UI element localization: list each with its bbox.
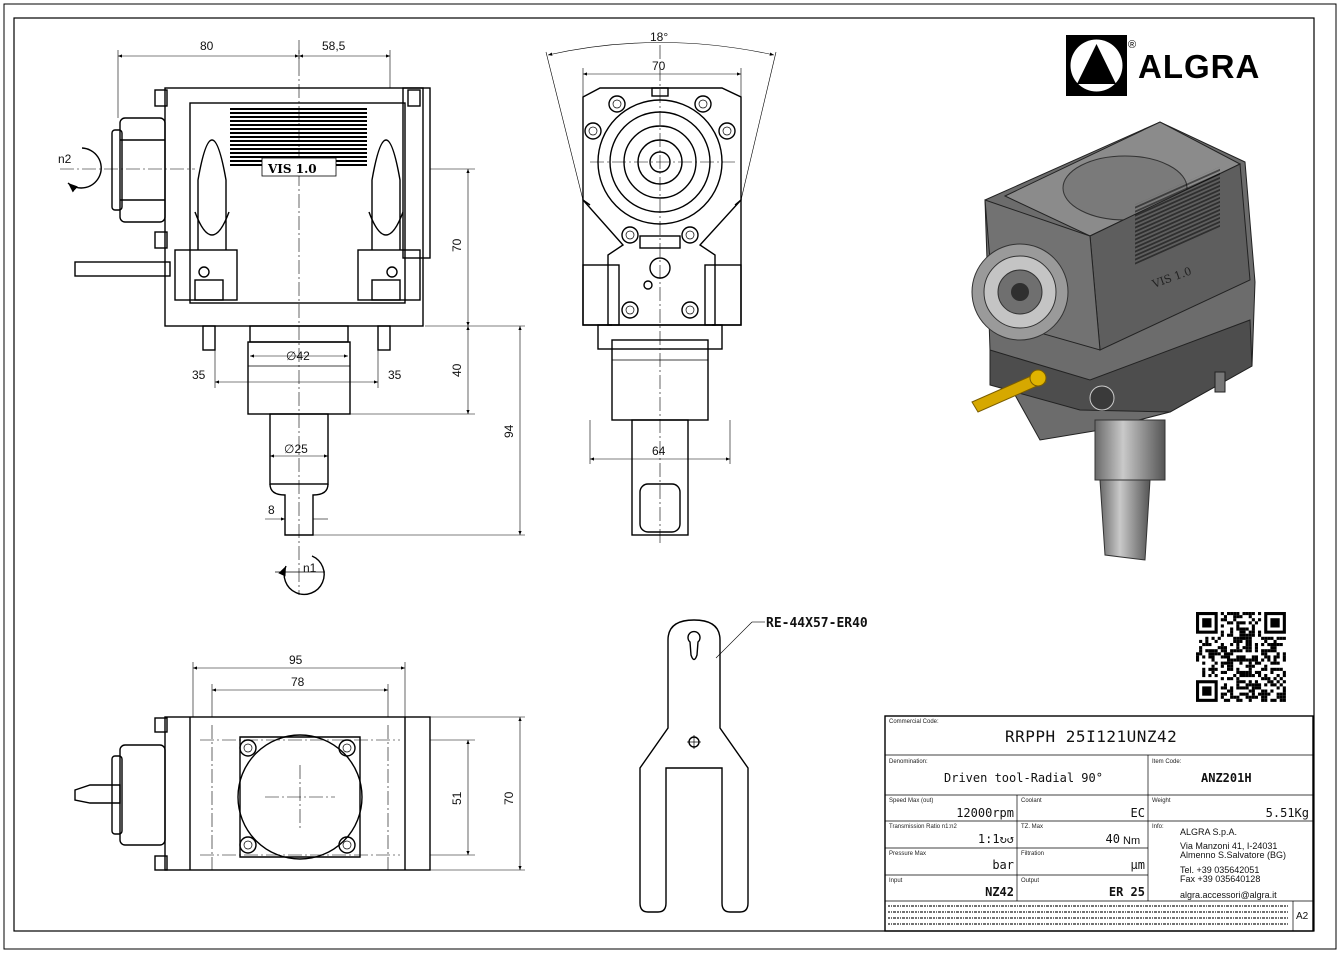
registered-mark: ® — [1128, 39, 1136, 51]
denomination: Driven tool-Radial 90° — [944, 771, 1103, 785]
front-view-dimensions: 18° 70 64 — [545, 30, 777, 464]
label-output: Output — [1021, 878, 1039, 884]
transmission: 1:1↻↺ — [978, 832, 1014, 846]
dim-35-left: 35 — [192, 368, 206, 382]
input: NZ42 — [985, 885, 1014, 899]
torque-value: 40 — [1106, 832, 1120, 846]
dim-78: 78 — [291, 675, 305, 689]
filtration: µm — [1131, 858, 1145, 872]
label-torque: TZ. Max — [1021, 824, 1043, 830]
label-filtration: Filtration — [1021, 851, 1044, 857]
item-code: ANZ201H — [1201, 771, 1252, 785]
label-input: Input — [889, 878, 903, 884]
sheet-size: A2 — [1296, 911, 1309, 922]
label-item-code: Item Code: — [1152, 759, 1182, 765]
label-weight: Weight — [1152, 798, 1171, 804]
dim-35-right: 35 — [388, 368, 402, 382]
side-view: VIS 1.0 — [60, 40, 431, 595]
legal-notice-microtext — [888, 905, 1289, 925]
label-commercial-code: Commercial Code: — [889, 719, 939, 725]
svg-text:n2: n2 — [58, 152, 72, 166]
info-email: algra.accessori@algra.it — [1180, 890, 1277, 900]
commercial-code: RRPPH 25I121UNZ42 — [1005, 727, 1177, 746]
dim-18-deg: 18° — [650, 30, 668, 44]
coolant: EC — [1131, 806, 1145, 820]
output: ER 25 — [1109, 885, 1145, 899]
dim-70-front: 70 — [652, 59, 666, 73]
svg-text:n1: n1 — [303, 561, 317, 575]
isometric-render: VIS 1.0 — [971, 121, 1256, 561]
title-block: Commercial Code: RRPPH 25I121UNZ42 Denom… — [884, 715, 1314, 932]
dim-8: 8 — [268, 503, 275, 517]
label-info: Info: — [1152, 824, 1164, 830]
speed-max: 12000rpm — [956, 806, 1014, 820]
algra-logo: ® ALGRA — [1066, 35, 1260, 96]
dim-94: 94 — [502, 424, 516, 438]
dim-40: 40 — [450, 363, 464, 377]
dim-dia-42: ∅42 — [286, 349, 310, 363]
sheet-inner-border — [13, 17, 1315, 932]
weight: 5.51Kg — [1266, 806, 1309, 820]
dim-95: 95 — [289, 653, 303, 667]
qr-code — [1196, 612, 1286, 702]
info-fax: Fax +39 035640128 — [1180, 874, 1260, 884]
dim-70-top: 70 — [502, 791, 516, 805]
label-pressure: Pressure Max — [889, 851, 926, 857]
dim-70-side: 70 — [450, 238, 464, 252]
info-address2: Almenno S.Salvatore (BG) — [1180, 850, 1286, 860]
sheet-outer-border — [3, 3, 1337, 950]
dim-64: 64 — [652, 444, 666, 458]
render-grill — [1135, 166, 1220, 265]
label-coolant: Coolant — [1021, 798, 1042, 804]
dim-58-5: 58,5 — [322, 39, 346, 53]
torque-unit: Nm — [1123, 835, 1140, 847]
top-view-dimensions: 95 78 51 70 — [192, 653, 525, 871]
info-address1: Via Manzoni 41, I-24031 — [1180, 841, 1277, 851]
side-engraving: VIS 1.0 — [267, 162, 317, 176]
rotation-n2: n2 — [58, 147, 102, 193]
side-view-dimensions: 80 58,5 70 40 94 35 35 ∅42 ∅25 8 — [117, 39, 525, 536]
wrench-drawing: RE-44X57-ER40 — [639, 616, 868, 913]
dim-dia-25: ∅25 — [284, 442, 308, 456]
info-company: ALGRA S.p.A. — [1180, 827, 1237, 837]
wrench-callout: RE-44X57-ER40 — [766, 616, 868, 631]
rotation-n1: n1 — [275, 555, 325, 596]
info-tel: Tel. +39 035642051 — [1180, 865, 1259, 875]
front-view — [582, 45, 742, 545]
label-transmission: Transmission Ratio n1:n2 — [889, 824, 957, 830]
top-view — [74, 716, 431, 871]
dim-80: 80 — [200, 39, 214, 53]
label-denomination: Denomination: — [889, 759, 928, 765]
pressure: bar — [992, 858, 1014, 872]
brand-name: ALGRA — [1138, 48, 1260, 85]
dim-51: 51 — [450, 791, 464, 805]
label-speed-max: Speed Max (out) — [889, 798, 933, 804]
